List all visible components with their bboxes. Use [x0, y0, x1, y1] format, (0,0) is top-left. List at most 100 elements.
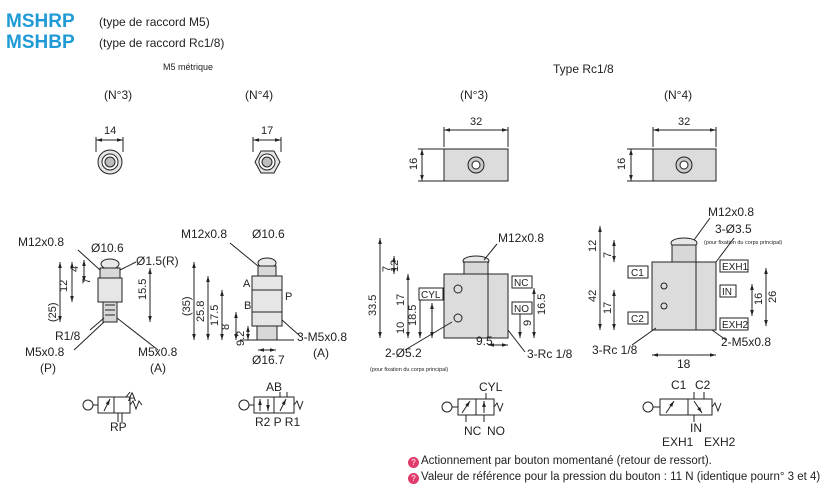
dim-12-a: 12	[58, 280, 70, 292]
dim-9-2: 9.2	[235, 331, 247, 346]
top-view-n4-m5	[252, 137, 282, 174]
dim-7-c: 7	[381, 266, 393, 272]
view-label-n3-rc: (N°3)	[460, 88, 488, 102]
dim-18: 18	[677, 357, 691, 371]
dim-2-4: 4	[69, 266, 81, 272]
dim-16-a: 16	[408, 158, 420, 170]
subtitle-rc: Type Rc1/8	[553, 62, 614, 76]
port-p-a: (P)	[40, 361, 56, 375]
dim-17-d: 17	[602, 302, 614, 314]
sym4-c1: C1	[671, 378, 687, 392]
port-exh2: EXH2	[722, 320, 749, 331]
top-view-n3-rc	[418, 127, 509, 182]
dim-16-b: 16	[616, 158, 628, 170]
dim-2-m5: 2-M5x0.8	[721, 335, 771, 349]
box-no	[511, 301, 533, 315]
dim-12-c: 12	[389, 260, 401, 272]
sym4-exh2: EXH2	[704, 435, 736, 449]
port-c1: C1	[631, 268, 644, 279]
subtitle-m5: M5 métrique	[163, 62, 214, 72]
dim-2-o5-2: 2-Ø5.2	[385, 346, 422, 360]
dim-25: (25)	[47, 302, 59, 322]
dim-16-c: 16	[753, 293, 765, 305]
dim-17-5: 17.5	[209, 305, 221, 326]
sym2-ab: AB	[266, 380, 282, 394]
technical-drawing: (N°3) (N°4) (N°3) (N°4) 14 17 32 16	[18, 88, 782, 449]
dim-17-c: 17	[395, 294, 407, 306]
view-label-n4-m5: (N°4)	[245, 88, 273, 102]
symbol-n4-rc	[642, 392, 722, 422]
port-a-a: (A)	[150, 361, 166, 375]
port-c2: C2	[631, 314, 644, 325]
dim-o106-b: Ø10.6	[252, 227, 285, 241]
model-mshbp-desc: (type de raccord Rc1/8)	[99, 36, 225, 50]
sym2-ports: R2 P R1	[255, 415, 300, 429]
note-text-2: Valeur de référence pour la pression du …	[421, 471, 820, 483]
dim-3-o3-5: 3-Ø3.5	[715, 222, 752, 236]
dim-42: 42	[587, 290, 599, 302]
symbol-n3-m5	[82, 391, 143, 422]
dim-3-rc-b: 3-Rc 1/8	[592, 343, 638, 357]
dim-3-m5: 3-M5x0.8	[297, 330, 347, 344]
dim-32-b: 32	[678, 116, 690, 128]
dim-m12-d: M12x0.8	[708, 205, 754, 219]
dim-9-c: 9	[522, 320, 534, 326]
dim-m5-a: M5x0.8	[25, 345, 65, 359]
dim-17: 17	[261, 125, 273, 137]
port-label-a: A	[243, 278, 251, 290]
dim-10: 10	[395, 322, 407, 334]
side-view-n4-rc	[598, 217, 768, 357]
dim-18-5: 18.5	[407, 305, 419, 326]
dim-o16-7: Ø16.7	[252, 353, 285, 367]
view-label-n3-m5: (N°3)	[104, 88, 132, 102]
dim-8: 8	[220, 324, 232, 330]
model-mshbp-title: MSHBP	[6, 32, 75, 53]
port-label-p: P	[285, 291, 292, 303]
port-no: NO	[514, 304, 529, 315]
dim-m12-c: M12x0.8	[498, 231, 544, 245]
sym1-rp: RP	[110, 420, 127, 434]
note-pression: ?Valeur de référence pour la pression du…	[408, 471, 820, 484]
model-mshrp-title: MSHRP	[6, 11, 75, 32]
side-view-n4-m5	[192, 242, 301, 352]
note-actionnement: ?Actionnement par bouton momentané (reto…	[408, 455, 712, 468]
box-cyl	[418, 287, 444, 301]
port-label-b: B	[244, 300, 251, 312]
port-exh1: EXH1	[722, 262, 749, 273]
top-view-n4-rc	[627, 127, 717, 182]
symbol-n4-m5	[238, 392, 304, 414]
dim-m12-a: M12x0.8	[18, 235, 64, 249]
dim-7-a: 7	[81, 278, 93, 284]
top-view-n3-m5	[95, 137, 124, 175]
box-nc	[511, 275, 533, 289]
info-icon: ?	[408, 473, 419, 484]
dim-25-8: 25.8	[195, 301, 207, 322]
sym1-a: A	[128, 390, 136, 404]
sym4-c2: C2	[695, 378, 711, 392]
sym3-no: NO	[487, 424, 505, 438]
box-in	[719, 284, 737, 298]
symbol-n3-rc	[441, 393, 504, 422]
dim-16-5: 16.5	[536, 294, 548, 315]
dim-35: (35)	[181, 296, 193, 316]
dim-33-5: 33.5	[367, 295, 379, 316]
dim-26: 26	[767, 291, 779, 303]
port-a-b: (A)	[313, 346, 329, 360]
model-mshrp-desc: (type de raccord M5)	[99, 15, 210, 29]
box-exh1	[719, 259, 749, 273]
box-c1	[627, 265, 649, 279]
view-label-n4-rc: (N°4)	[664, 88, 692, 102]
dim-15-5: 15.5	[137, 279, 149, 300]
sym3-nc: NC	[464, 424, 482, 438]
box-exh2	[719, 317, 749, 331]
note-text-1: Actionnement par bouton momentané (retou…	[421, 455, 712, 467]
dim-9-5: 9.5	[476, 334, 493, 348]
sym4-exh1: EXH1	[662, 435, 694, 449]
dim-14: 14	[104, 125, 116, 137]
port-cyl: CYL	[421, 290, 441, 301]
dim-7-d: 7	[602, 252, 614, 258]
port-nc: NC	[514, 278, 528, 289]
dim-o106-a: Ø10.6	[91, 241, 124, 255]
sym4-in: IN	[690, 421, 702, 435]
dim-m12-b: M12x0.8	[181, 227, 227, 241]
